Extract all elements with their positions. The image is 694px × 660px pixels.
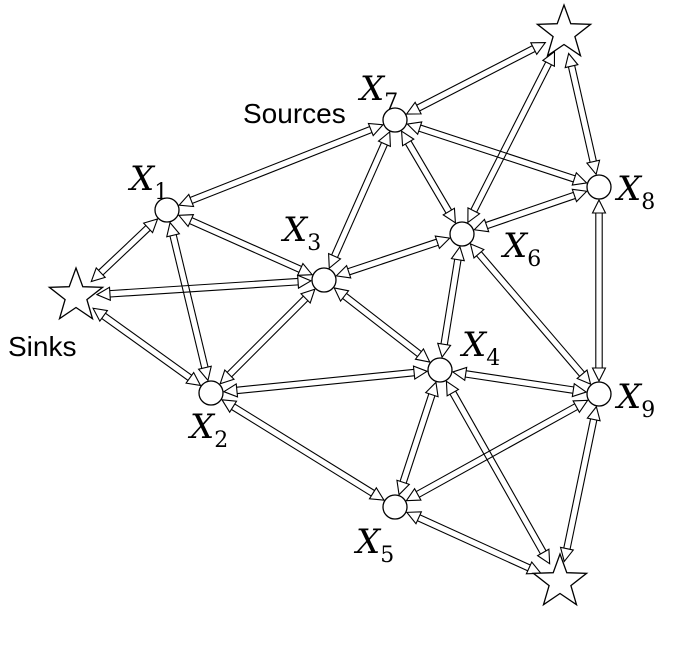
edge-X3-X4: [333, 287, 431, 363]
node-label-x5: X5: [353, 522, 394, 568]
edge-X1-star-left: [90, 218, 159, 283]
node-label-x9: X9: [614, 377, 655, 423]
node-x1: [154, 197, 180, 223]
node-label-x6: X6: [500, 226, 541, 272]
edge-X2-X5: [221, 399, 385, 501]
node-label-x3: X3: [280, 210, 321, 256]
edge-X3-X6: [335, 235, 451, 279]
edge-X1-X3: [177, 214, 314, 276]
edge-X4-X6: [436, 245, 466, 359]
edge-X4-X5: [396, 381, 439, 496]
node-x5: [382, 494, 408, 520]
node-x6: [449, 221, 475, 247]
edge-X1-X7: [177, 122, 385, 208]
edge-X5-X9: [405, 399, 589, 502]
edge-X1-X2: [166, 221, 212, 382]
sources-label: Sources: [243, 98, 346, 129]
node-label-x4: X4: [459, 325, 500, 371]
node-label-x2: X2: [187, 407, 228, 453]
star-left-icon: [47, 266, 105, 321]
edge-X7-X8: [406, 121, 588, 186]
edge-X4-X9: [451, 366, 588, 398]
sinks-label: Sinks: [8, 331, 76, 362]
node-x4: [427, 357, 453, 383]
edge-X2-star-left: [92, 307, 202, 387]
edges-layer: [90, 42, 607, 575]
node-x2: [198, 380, 224, 406]
node-label-x1: X1: [127, 159, 168, 205]
node-x7: [382, 107, 408, 133]
edge-X6-X7: [400, 130, 457, 224]
edge-X7-star-top: [405, 42, 547, 115]
edge-X6-X8: [473, 188, 588, 233]
edge-X8-star-top: [564, 52, 601, 176]
edge-X3-star-left: [95, 274, 313, 302]
edge-X9-star-bottom: [559, 405, 601, 563]
edge-X2-X4: [222, 365, 429, 398]
node-x3: [311, 267, 337, 293]
star-bottom-icon: [531, 552, 589, 607]
edge-X4-star-bottom: [445, 380, 551, 565]
edge-X3-X7: [328, 130, 391, 270]
star-top-icon: [535, 3, 593, 58]
edge-X5-star-bottom: [405, 511, 543, 575]
edge-X6-star-top: [467, 50, 556, 224]
edge-X2-X3: [219, 288, 316, 385]
edge-X6-X9: [469, 242, 592, 386]
edge-X8-X9: [591, 198, 607, 383]
node-x9: [586, 381, 612, 407]
node-label-x7: X7: [357, 69, 398, 115]
nodes-layer: [47, 3, 612, 607]
node-label-x8: X8: [614, 169, 655, 215]
node-x8: [586, 174, 612, 200]
